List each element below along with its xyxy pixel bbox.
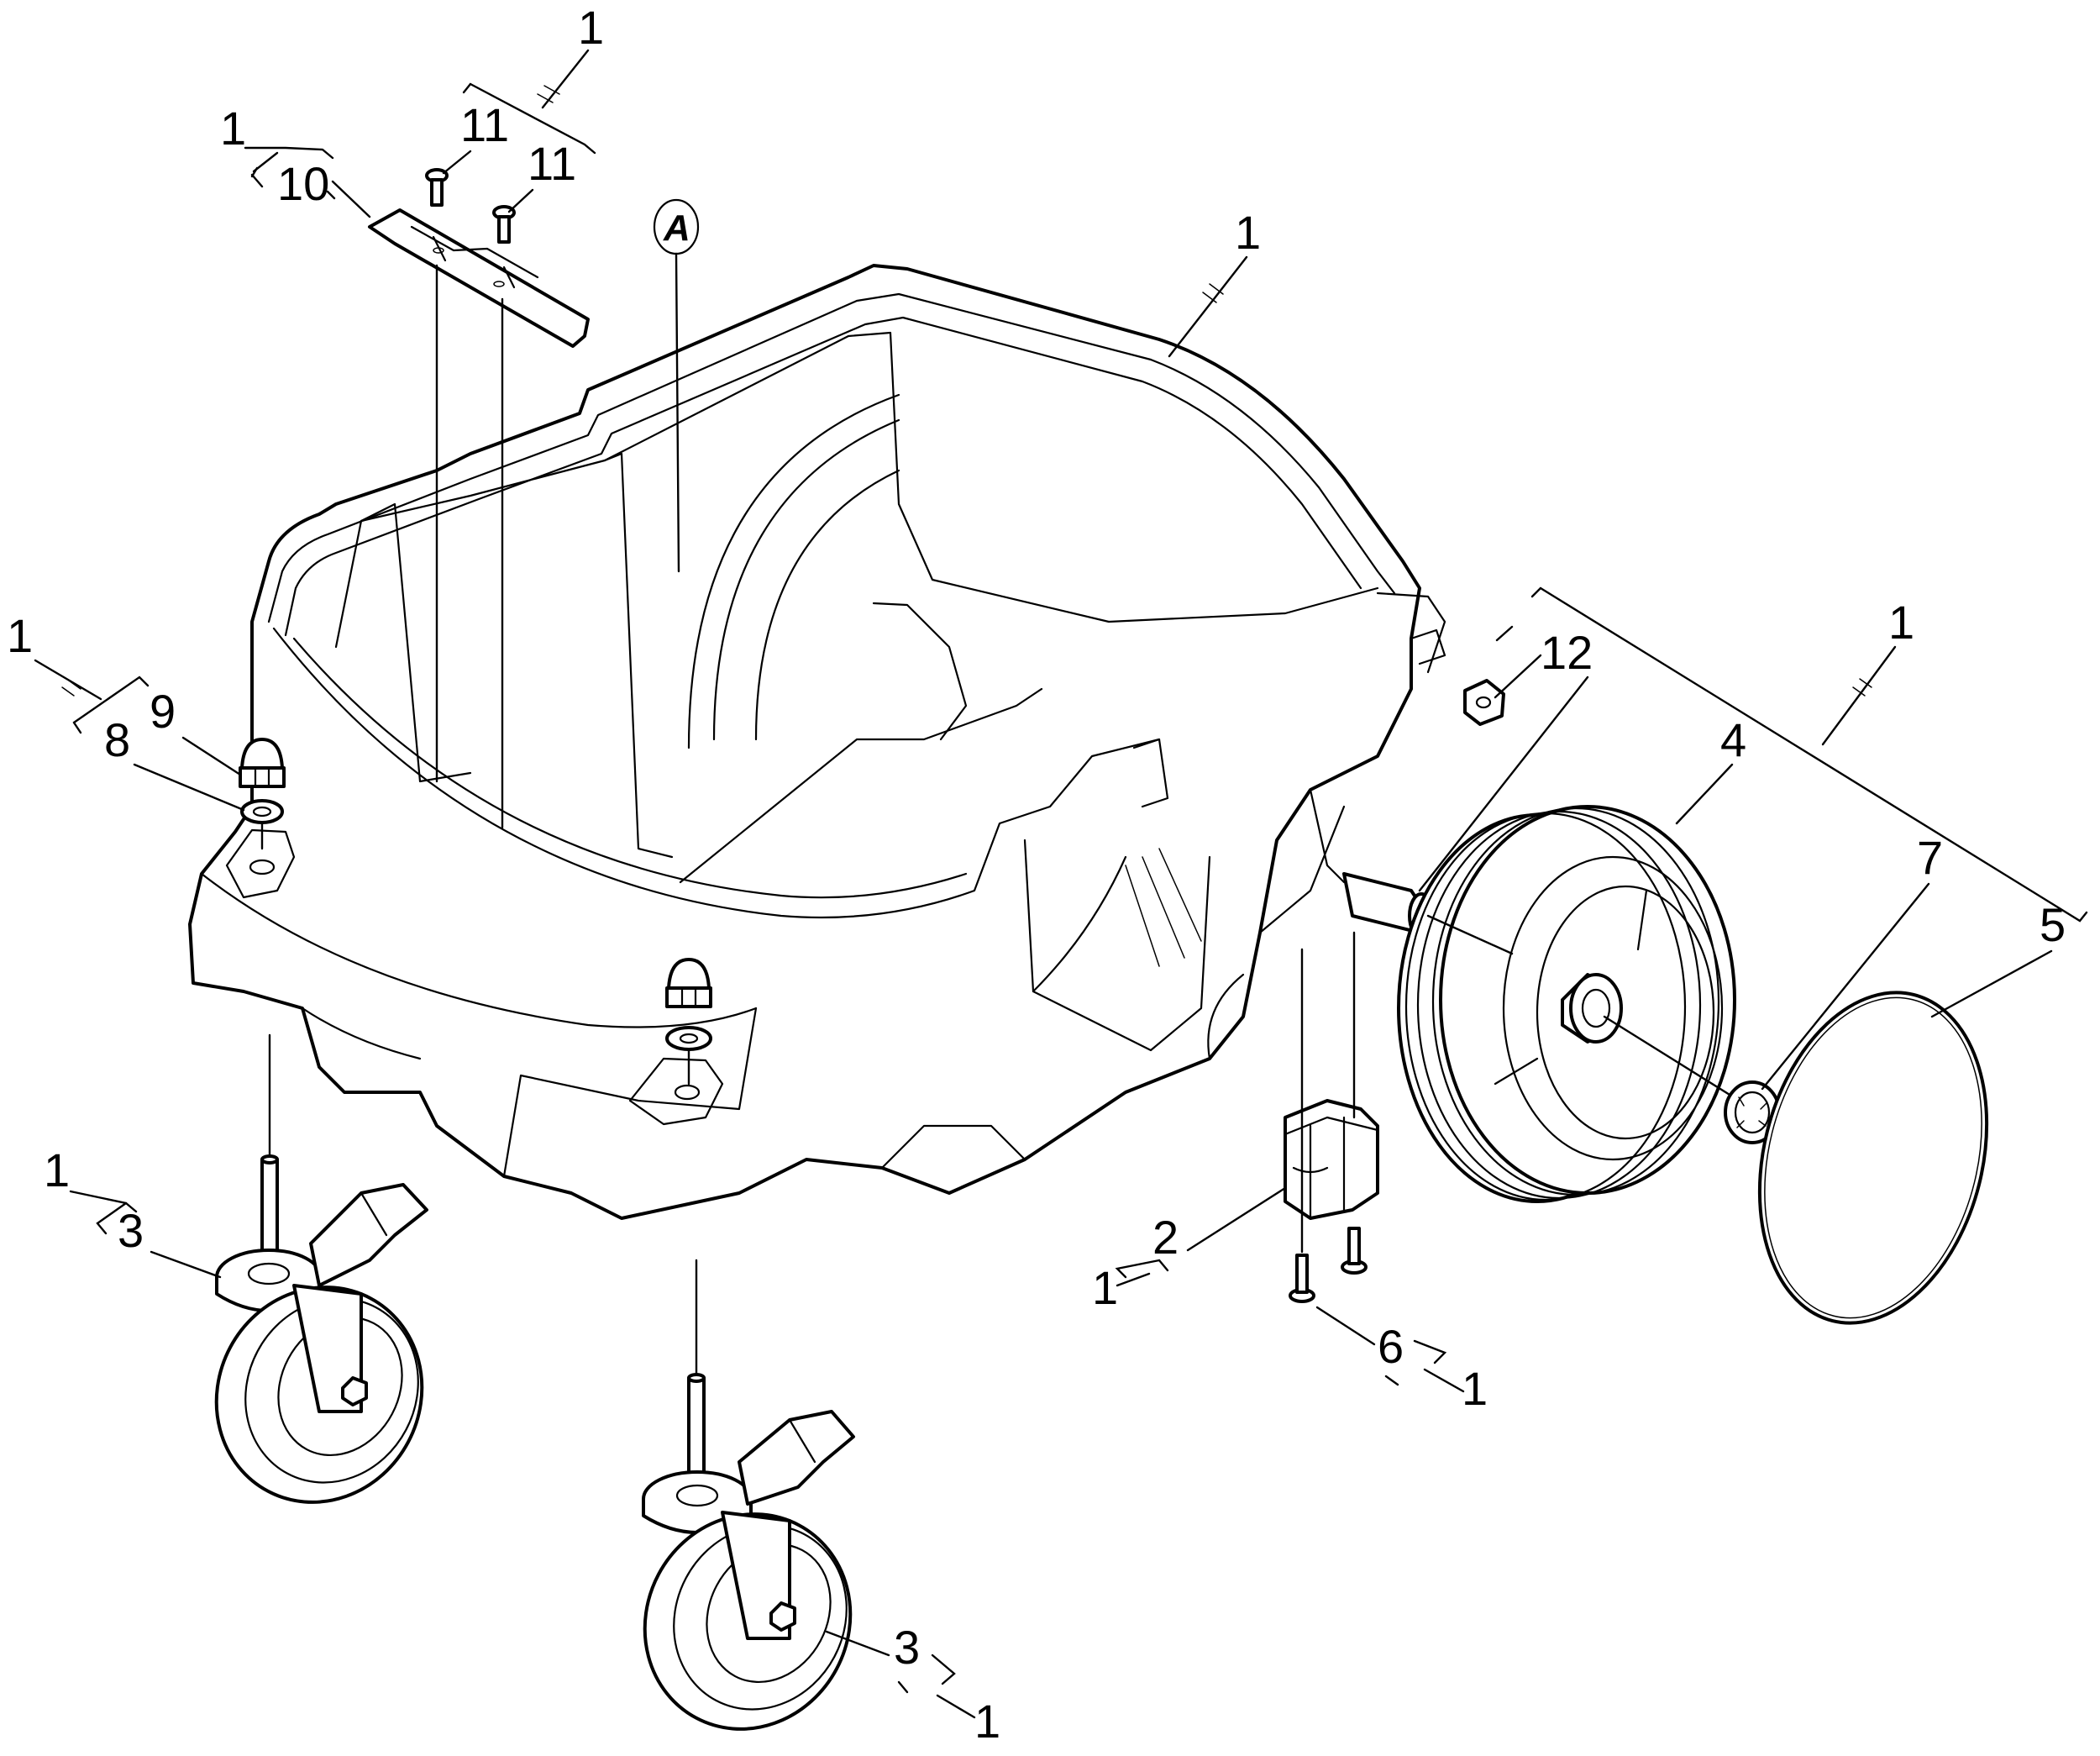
callout-qty-6: 1	[1462, 1362, 1488, 1415]
callout-qty-wheel-group: 1	[1888, 596, 1914, 649]
rear-wheel-part-4	[1397, 805, 1736, 1203]
callout-part-4: 4	[1720, 713, 1746, 766]
callout-part-5: 5	[2040, 898, 2066, 951]
axle-bracket-part-2	[1284, 1099, 1379, 1220]
screw-part-11-left	[425, 168, 449, 207]
callout-part-12: 12	[1541, 626, 1593, 679]
container-body	[188, 264, 1446, 1220]
washer-part-8-left	[240, 799, 284, 824]
callout-qty-3-right: 1	[974, 1695, 1000, 1748]
hub-cap-part-5	[1757, 991, 1989, 1325]
screw-part-6-left	[1289, 1254, 1315, 1303]
reference-letter: A	[663, 208, 690, 249]
callout-qty-8-9: 1	[7, 609, 33, 662]
callout-part-3-right: 3	[894, 1621, 920, 1674]
washer-part-8-right	[665, 1026, 712, 1051]
retaining-clip-part-7	[1724, 1080, 1781, 1144]
reference-callout-a: A	[653, 198, 700, 573]
guide-line-hub-to-clip	[1603, 1015, 1749, 1107]
caster-part-3-right	[642, 1373, 855, 1731]
handle-bar-part-10	[368, 208, 590, 348]
screw-part-6-right	[1341, 1227, 1368, 1275]
callout-part-2: 2	[1152, 1211, 1179, 1264]
callout-part-3-left: 3	[118, 1204, 144, 1257]
callout-qty-2: 1	[1092, 1261, 1118, 1314]
callout-part-7: 7	[1917, 831, 1943, 884]
callout-part-9: 9	[150, 685, 176, 738]
screw-part-11-right	[492, 205, 516, 244]
callout-part-11-left: 11	[460, 98, 509, 151]
callout-part-8: 8	[104, 713, 130, 766]
callout-qty-10: 1	[220, 102, 246, 155]
callout-qty-3-left: 1	[44, 1144, 70, 1196]
cap-nut-part-9-left	[239, 738, 286, 788]
callout-part-10: 10	[277, 157, 329, 210]
square-nut	[1463, 679, 1505, 726]
guide-line-axle	[1426, 914, 1514, 955]
callout-qty-group-11: 1	[578, 1, 604, 54]
callout-part-11-right: 11	[528, 137, 576, 190]
caster-part-3-left	[214, 1154, 428, 1504]
callout-part-6: 6	[1378, 1320, 1404, 1373]
callout-qty-container: 1	[1235, 206, 1261, 259]
cap-nut-part-9-right	[665, 958, 712, 1008]
